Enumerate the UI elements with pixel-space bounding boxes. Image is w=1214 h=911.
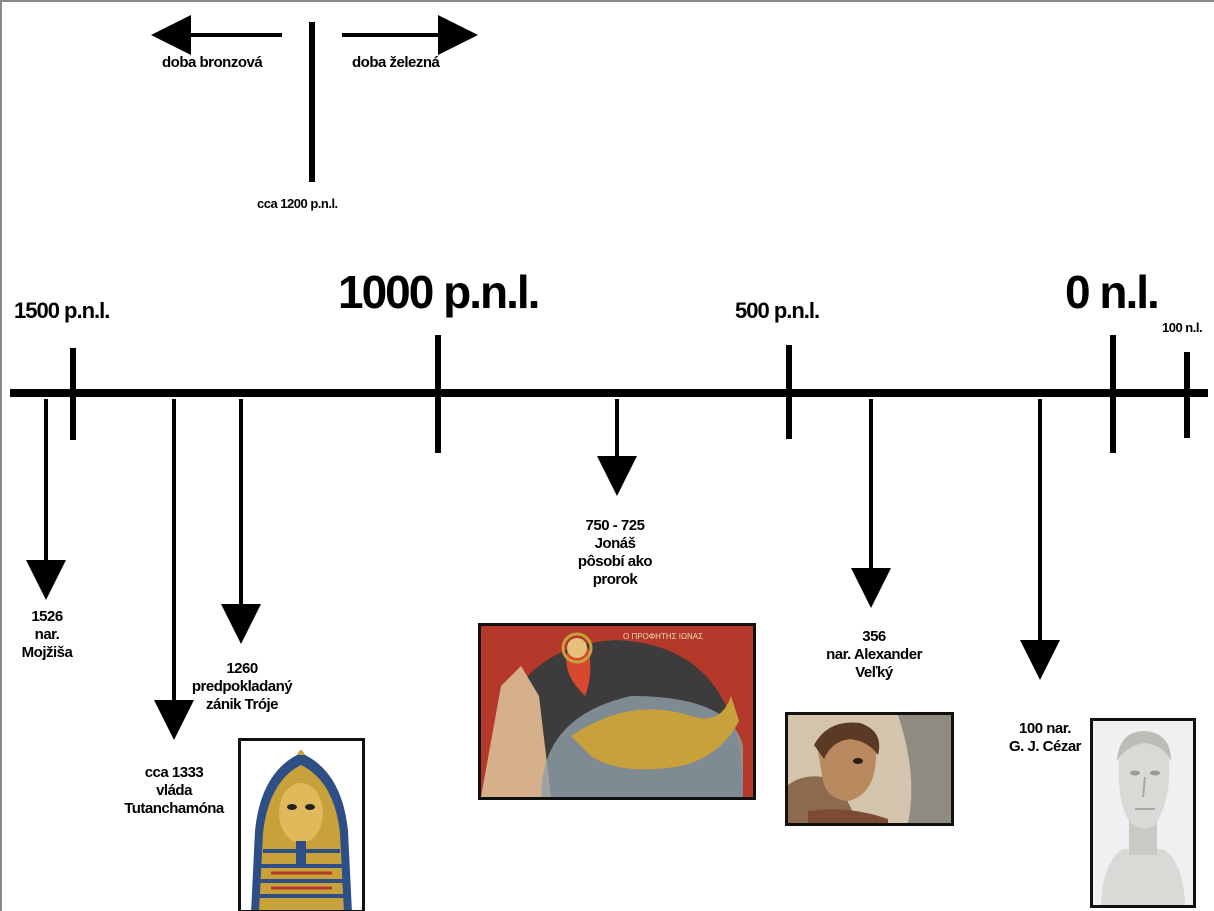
event-moses-line3: Mojžiša [21, 644, 73, 661]
event-alexander-line1: 356 [862, 628, 886, 645]
event-troy-line2: predpokladaný [191, 678, 293, 695]
event-moses-line1: 1526 [31, 608, 63, 625]
event-moses: 1526 nar. Mojžiša [6, 608, 88, 662]
event-tutankhamun: cca 1333 vláda Tutanchamóna [110, 764, 238, 818]
scale-0: 0 n.l. [1065, 266, 1160, 318]
image-alexander-mosaic [785, 712, 954, 826]
event-moses-line2: nar. [34, 626, 60, 643]
image-tutankhamun-mask [238, 738, 365, 911]
event-jonah: 750 - 725 Jonáš pôsobí ako prorok [550, 517, 680, 589]
event-alexander-line2: nar. Alexander [826, 646, 922, 663]
tut-mask-drawing [251, 750, 352, 910]
event-tut-line1: cca 1333 [144, 764, 204, 781]
scale-500: 500 p.n.l. [735, 298, 820, 323]
event-caesar-line1: 100 nar. [1019, 720, 1071, 737]
event-caesar-line2: G. J. Cézar [1008, 738, 1082, 755]
event-troy: 1260 predpokladaný zánik Tróje [174, 660, 310, 714]
image-caesar-bust [1090, 718, 1196, 908]
scale-100: 100 n.l. [1162, 320, 1203, 335]
event-caesar: 100 nar. G. J. Cézar [1000, 720, 1090, 756]
event-jonah-line2: Jonáš [594, 535, 636, 552]
scale-1000: 1000 p.n.l. [338, 266, 540, 318]
event-jonah-line1: 750 - 725 [585, 517, 645, 534]
event-alexander: 356 nar. Alexander Veľký [808, 628, 940, 682]
jonah-fresco-drawing [481, 626, 753, 797]
alexander-mosaic-drawing [788, 715, 951, 823]
caesar-bust-drawing [1093, 721, 1193, 905]
label-iron-age: doba železná [352, 54, 440, 71]
event-tut-line3: Tutanchamóna [124, 800, 224, 817]
label-era-divider: cca 1200 p.n.l. [257, 196, 338, 211]
event-jonah-line3: pôsobí ako [577, 553, 653, 570]
label-bronze-age: doba bronzová [162, 54, 263, 71]
event-troy-line3: zánik Tróje [205, 696, 279, 713]
image-jonah-fresco: Ο ΠΡΟΦΗΤΗΣ ΙΩΝΑΣ [478, 623, 756, 800]
event-jonah-line4: prorok [592, 571, 638, 588]
event-alexander-line3: Veľký [855, 664, 893, 681]
event-tut-line2: vláda [156, 782, 192, 799]
scale-1500: 1500 p.n.l. [14, 298, 110, 323]
jonah-inscription: Ο ΠΡΟΦΗΤΗΣ ΙΩΝΑΣ [623, 632, 704, 641]
event-troy-line1: 1260 [226, 660, 258, 677]
